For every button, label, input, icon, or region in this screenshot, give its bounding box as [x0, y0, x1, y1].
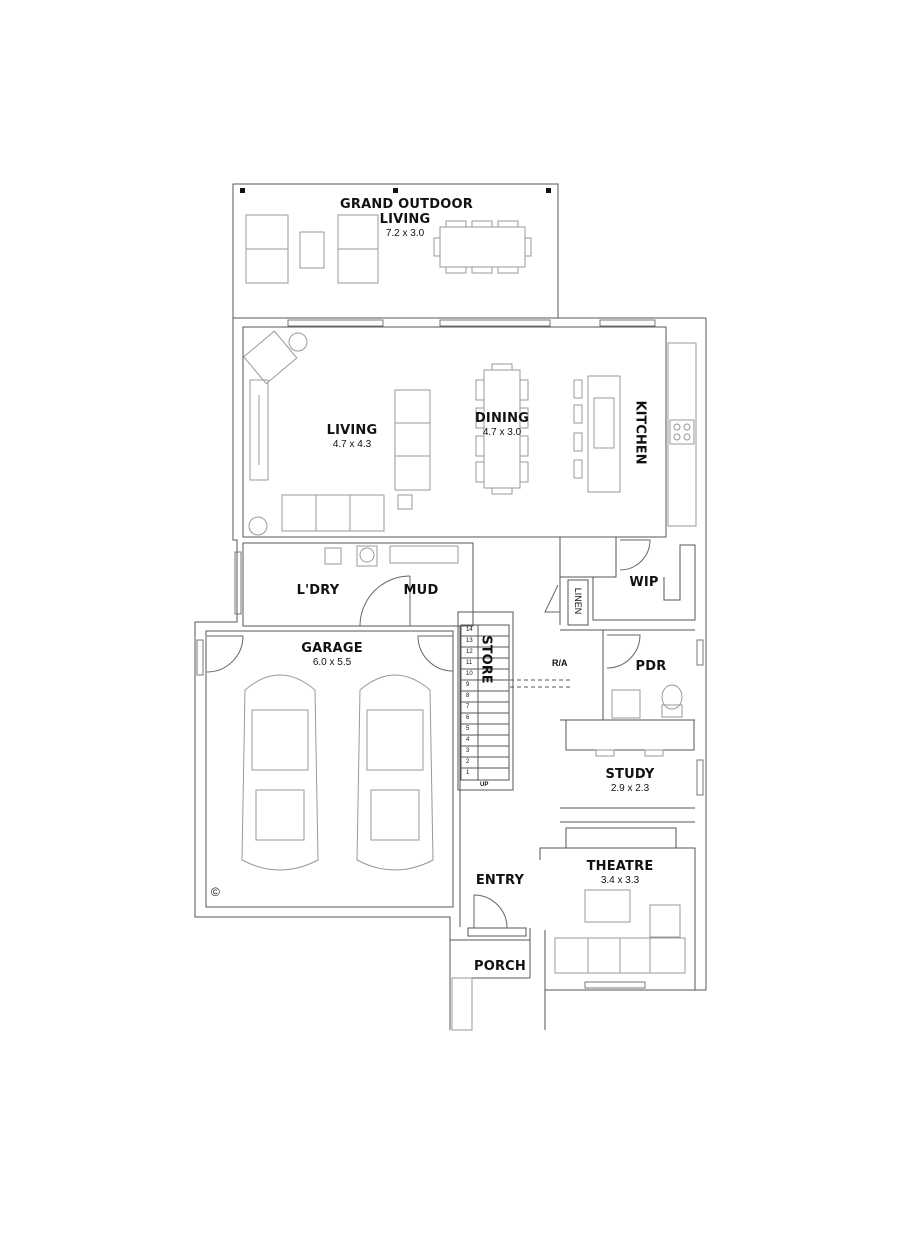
ra-label: R/A [552, 658, 568, 668]
outdoor-dims: 7.2 x 3.0 [385, 227, 425, 239]
theatre-furniture [554, 889, 686, 974]
porch-planter [451, 977, 473, 1031]
mud-label: MUD [396, 583, 446, 599]
dining-label: DINING 4.7 x 3.0 [470, 411, 534, 438]
copyright-mark: © [211, 885, 220, 899]
study-label: STUDY 2.9 x 2.3 [596, 767, 664, 794]
porch-name: PORCH [473, 959, 526, 974]
living-furniture [243, 330, 431, 536]
entry-label: ENTRY [470, 873, 530, 889]
laundry-fixtures [324, 545, 459, 567]
stair-number: 9 [466, 682, 470, 688]
stair-number: 4 [466, 737, 470, 743]
windows [196, 319, 704, 989]
garage-name: GARAGE [301, 641, 363, 656]
dining-dims: 4.7 x 3.0 [482, 426, 522, 438]
study-desk [595, 749, 664, 757]
stair-number: 13 [466, 638, 473, 644]
stair-number: 10 [466, 671, 473, 677]
stair-number: 14 [466, 627, 473, 633]
outdoor-lounge [245, 214, 379, 284]
stair-number: 12 [466, 649, 473, 655]
living-dims: 4.7 x 4.3 [332, 438, 372, 450]
stair-number: 7 [466, 704, 470, 710]
mud-name: MUD [403, 583, 439, 598]
pdr-fixtures [611, 684, 683, 719]
kitchen-bench [667, 342, 697, 527]
garage-dims: 6.0 x 5.5 [312, 656, 352, 668]
kitchen-name: KITCHEN [632, 400, 648, 465]
wip-label: WIP [620, 575, 668, 591]
theatre-name: THEATRE [586, 859, 654, 874]
entry-name: ENTRY [475, 873, 525, 888]
stair-number: 11 [466, 660, 473, 666]
theatre-dims: 3.4 x 3.3 [600, 874, 640, 886]
laundry-label: L'DRY [290, 583, 346, 599]
staircase [460, 624, 570, 781]
stair-number: 3 [466, 748, 470, 754]
stair-number: 5 [466, 726, 470, 732]
stair-number: 2 [466, 759, 470, 765]
living-name: LIVING [326, 423, 378, 438]
stair-up-label: UP [480, 782, 489, 788]
linen-name: LINEN [573, 587, 583, 615]
study-name: STUDY [605, 767, 655, 782]
store-name: STORE [478, 635, 494, 684]
study-dims: 2.9 x 2.3 [610, 782, 650, 794]
outdoor-label: GRAND OUTDOOR LIVING 7.2 x 3.0 [340, 197, 473, 239]
theatre-label: THEATRE 3.4 x 3.3 [582, 859, 658, 886]
interior-walls [242, 536, 696, 990]
cars [241, 674, 434, 871]
outdoor-name-line1: GRAND OUTDOOR [340, 197, 473, 212]
wip-name: WIP [629, 575, 659, 590]
stair-number: 8 [466, 693, 470, 699]
outdoor-name-line2: LIVING [379, 211, 431, 227]
dining-table [475, 363, 529, 495]
exterior-walls [194, 317, 707, 1030]
dining-name: DINING [474, 411, 530, 426]
stair-number: 1 [466, 770, 470, 776]
kitchen-island [573, 375, 621, 493]
outdoor-dining-table [433, 220, 532, 274]
laundry-name: L'DRY [296, 583, 340, 598]
pdr-name: PDR [635, 659, 667, 674]
doors [206, 539, 651, 929]
porch-label: PORCH [470, 959, 530, 975]
pdr-label: PDR [628, 659, 674, 675]
living-label: LIVING 4.7 x 4.3 [320, 423, 384, 450]
garage-label: GARAGE 6.0 x 5.5 [296, 641, 368, 668]
stair-number: 6 [466, 715, 470, 721]
